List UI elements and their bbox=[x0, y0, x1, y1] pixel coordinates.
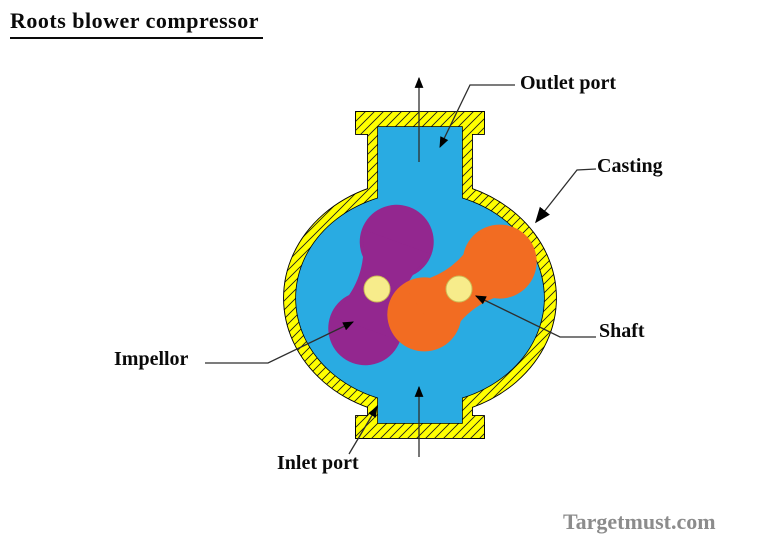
watermark: Targetmust.com bbox=[563, 509, 716, 534]
leader-impellor bbox=[205, 321, 354, 364]
label-impellor: Impellor bbox=[114, 348, 189, 370]
leader-casting bbox=[535, 168, 597, 224]
leader-shaft bbox=[475, 295, 596, 338]
label-casting: Casting bbox=[597, 155, 663, 177]
shaft-circle-right bbox=[445, 275, 473, 303]
page-title: Roots blower compressor bbox=[10, 8, 263, 39]
shaft-circle-left bbox=[363, 275, 391, 303]
label-outlet-port: Outlet port bbox=[520, 72, 617, 94]
label-shaft: Shaft bbox=[599, 320, 645, 342]
label-inlet-port: Inlet port bbox=[277, 452, 359, 474]
leader-inlet-port bbox=[348, 406, 378, 455]
leader-outlet-port bbox=[439, 84, 515, 148]
